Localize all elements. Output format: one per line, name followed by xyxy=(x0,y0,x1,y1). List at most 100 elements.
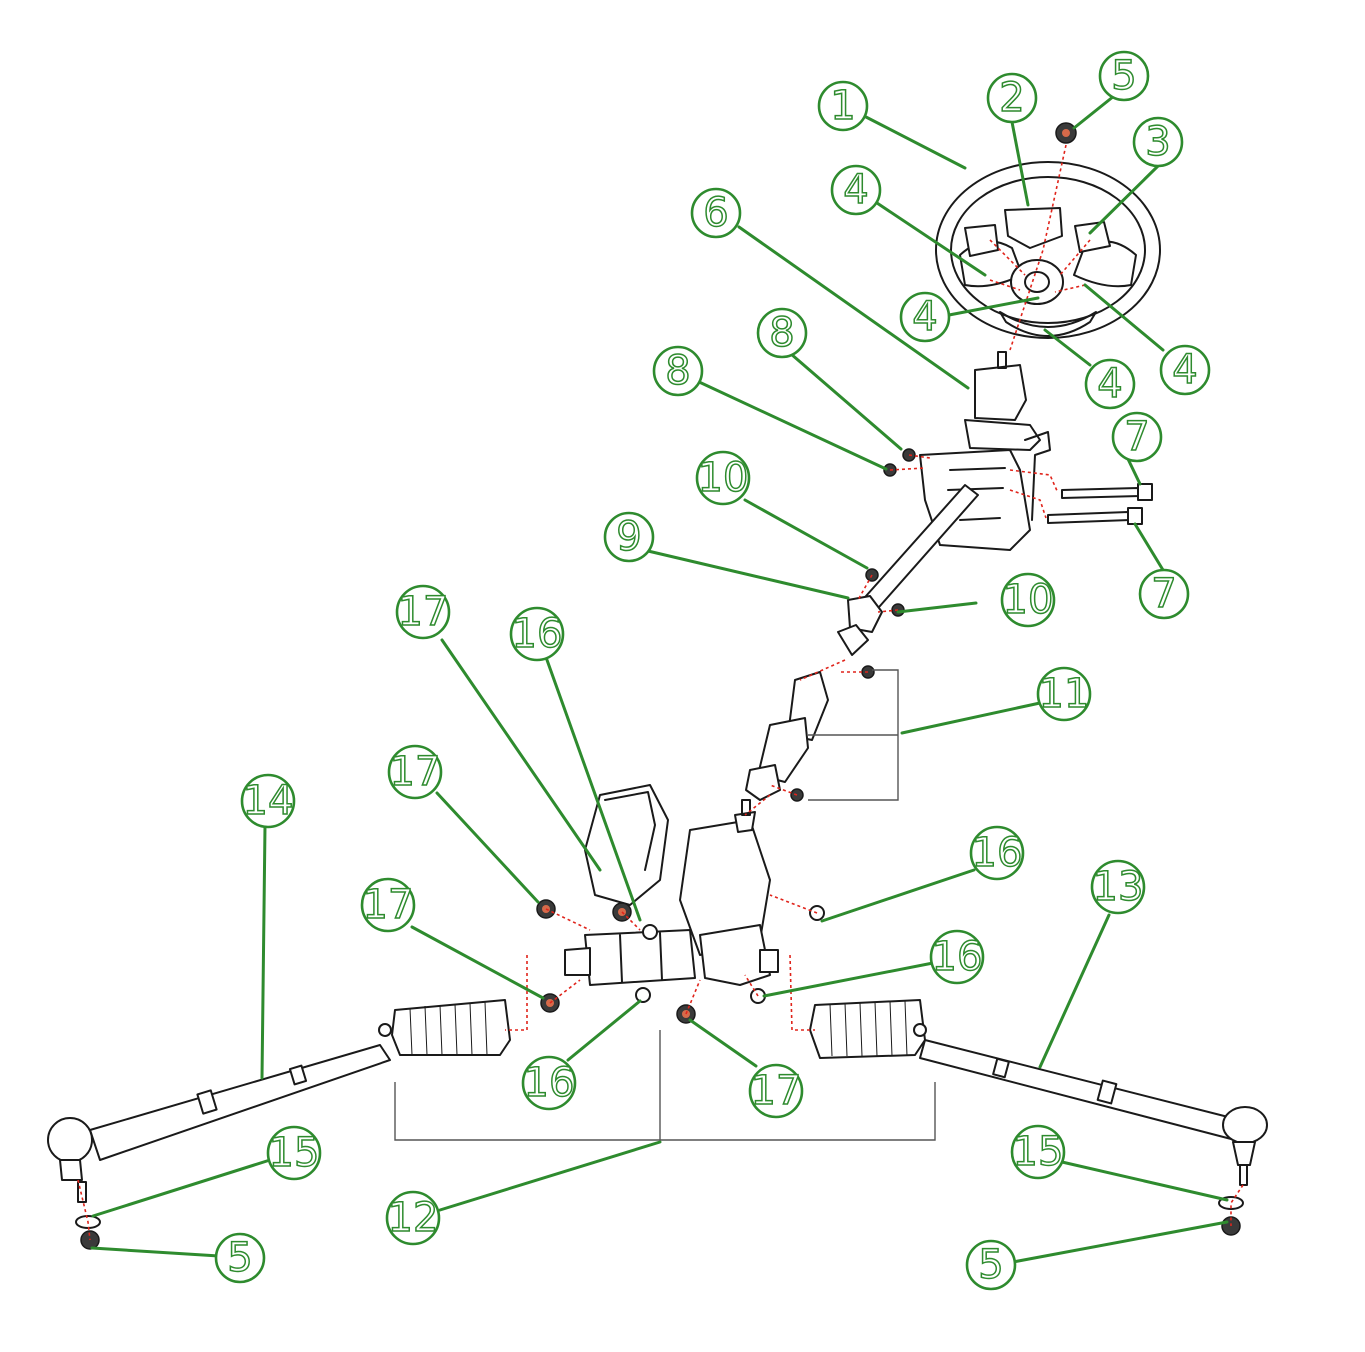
callout-number: 5 xyxy=(1111,53,1136,99)
callout-circle xyxy=(690,187,742,239)
callout-number: 9 xyxy=(616,514,641,560)
callout-number: 12 xyxy=(388,1195,439,1241)
callout-number: 7 xyxy=(1124,414,1149,460)
callout-15: 15 xyxy=(266,1125,322,1181)
callout-circle xyxy=(395,584,451,640)
callout-number: 16 xyxy=(512,611,563,657)
callout-number: 8 xyxy=(665,348,690,394)
tie-rod-right xyxy=(913,1023,1268,1186)
callout-6: 6 xyxy=(690,187,742,239)
callout-number: 17 xyxy=(390,749,441,795)
callout-4: 4 xyxy=(899,291,951,343)
callout-number: 17 xyxy=(363,882,414,928)
callout-8: 8 xyxy=(652,345,704,397)
callout-circle xyxy=(830,164,882,216)
callout-number: 7 xyxy=(1151,571,1176,617)
callout-number: 5 xyxy=(978,1242,1003,1288)
callout-1: 1 xyxy=(817,80,869,132)
callout-circle xyxy=(387,744,443,800)
callout-7: 7 xyxy=(1111,411,1163,463)
callout-circle xyxy=(214,1232,266,1284)
callout-circle xyxy=(748,1063,804,1119)
callout-circle xyxy=(1159,344,1211,396)
callout-number: 16 xyxy=(972,830,1023,876)
callout-circle xyxy=(1090,859,1146,915)
callout-number: 15 xyxy=(1013,1129,1064,1175)
tie-rod-left xyxy=(47,1023,392,1203)
callout-4: 4 xyxy=(1084,358,1136,410)
callout-number: 2 xyxy=(999,75,1024,121)
callout-circle xyxy=(929,929,985,985)
callout-circle xyxy=(603,511,655,563)
callout-17: 17 xyxy=(395,584,451,640)
callout-4: 4 xyxy=(830,164,882,216)
callout-17: 17 xyxy=(748,1063,804,1119)
callout-16: 16 xyxy=(969,825,1025,881)
callout-number: 10 xyxy=(698,455,749,501)
callout-3: 3 xyxy=(1132,116,1184,168)
callout-number: 17 xyxy=(751,1068,802,1114)
leader-lines xyxy=(90,94,1229,1264)
callout-circle xyxy=(360,877,416,933)
callout-number: 4 xyxy=(1172,347,1197,393)
callout-15: 15 xyxy=(1010,1124,1066,1180)
callout-5: 5 xyxy=(1098,50,1150,102)
callout-number: 13 xyxy=(1093,864,1144,910)
callout-circle xyxy=(899,291,951,343)
callout-circle xyxy=(1132,116,1184,168)
callout-17: 17 xyxy=(387,744,443,800)
callout-circle xyxy=(521,1055,577,1111)
callout-11: 11 xyxy=(1036,666,1092,722)
callout-number: 3 xyxy=(1145,119,1170,165)
group-brackets xyxy=(394,669,936,1141)
callout-circle xyxy=(1036,666,1092,722)
callout-4: 4 xyxy=(1159,344,1211,396)
assembly-paths xyxy=(77,144,1244,1241)
callout-16: 16 xyxy=(521,1055,577,1111)
callout-number: 8 xyxy=(769,310,794,356)
callout-number: 16 xyxy=(932,934,983,980)
steering-gear xyxy=(391,784,926,1059)
callout-13: 13 xyxy=(1090,859,1146,915)
callout-number: 17 xyxy=(398,589,449,635)
callout-number: 5 xyxy=(227,1235,252,1281)
callout-circle xyxy=(509,606,565,662)
callout-circle xyxy=(1098,50,1150,102)
steering-column xyxy=(837,351,1051,656)
callout-number: 1 xyxy=(830,83,855,129)
callout-14: 14 xyxy=(240,773,296,829)
callout-number: 4 xyxy=(912,294,937,340)
callout-5: 5 xyxy=(214,1232,266,1284)
callout-circle xyxy=(695,450,751,506)
callout-16: 16 xyxy=(929,929,985,985)
callout-number: 15 xyxy=(269,1130,320,1176)
callout-circle xyxy=(385,1190,441,1246)
callout-10: 10 xyxy=(695,450,751,506)
callout-circle xyxy=(965,1239,1017,1291)
callout-16: 16 xyxy=(509,606,565,662)
callout-8: 8 xyxy=(756,307,808,359)
intermediate-shaft xyxy=(745,671,829,801)
callout-circle xyxy=(969,825,1025,881)
callout-number: 16 xyxy=(524,1060,575,1106)
callout-9: 9 xyxy=(603,511,655,563)
callouts: 1 2 3 4 4 4 4 5 5 5 6 7 7 8 8 9 10 10 11… xyxy=(214,50,1211,1291)
callout-circle xyxy=(1000,572,1056,628)
callout-10: 10 xyxy=(1000,572,1056,628)
steering-wheel xyxy=(935,161,1161,339)
callout-circle xyxy=(266,1125,322,1181)
callout-circle xyxy=(817,80,869,132)
callout-number: 14 xyxy=(243,778,294,824)
callout-17: 17 xyxy=(360,877,416,933)
callout-circle xyxy=(652,345,704,397)
callout-7: 7 xyxy=(1138,568,1190,620)
callout-number: 11 xyxy=(1039,671,1090,717)
callout-5: 5 xyxy=(965,1239,1017,1291)
callout-number: 4 xyxy=(1097,361,1122,407)
callout-number: 10 xyxy=(1003,577,1054,623)
callout-circle xyxy=(1010,1124,1066,1180)
callout-number: 6 xyxy=(703,190,728,236)
callout-12: 12 xyxy=(385,1190,441,1246)
callout-number: 4 xyxy=(843,167,868,213)
callout-circle xyxy=(986,72,1038,124)
